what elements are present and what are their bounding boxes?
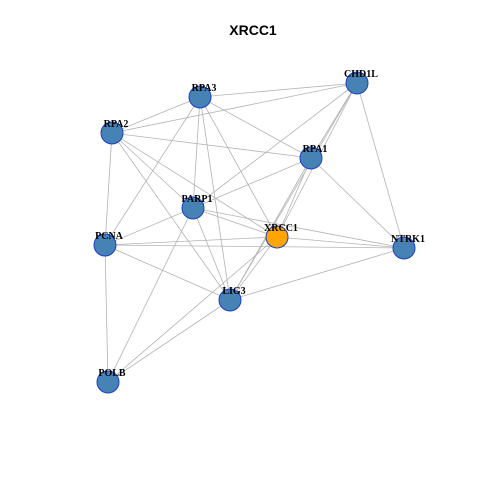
edge-parp1-polb xyxy=(107,207,194,383)
node-circle-parp1[interactable] xyxy=(181,196,205,220)
node-rpa2[interactable]: RPA2 xyxy=(100,119,129,145)
edge-parp1-ntrk1 xyxy=(192,207,405,249)
node-ntrk1[interactable]: NTRK1 xyxy=(391,234,425,260)
edge-rpa3-chd1l xyxy=(199,82,358,98)
node-label-rpa1: RPA1 xyxy=(303,144,328,155)
edge-rpa1-ntrk1 xyxy=(310,157,405,249)
edge-rpa2-chd1l xyxy=(111,82,358,134)
edge-rpa3-rpa1 xyxy=(199,96,312,159)
edge-chd1l-ntrk1 xyxy=(356,82,405,249)
edge-lig3-polb xyxy=(107,299,231,383)
node-circle-rpa1[interactable] xyxy=(299,146,323,170)
edge-parp1-lig3 xyxy=(192,207,231,301)
edges-layer xyxy=(104,82,405,383)
edge-rpa3-rpa2 xyxy=(111,96,201,134)
node-circle-ntrk1[interactable] xyxy=(392,236,416,260)
edge-rpa2-parp1 xyxy=(111,132,194,209)
node-circle-rpa3[interactable] xyxy=(188,85,212,109)
edge-rpa2-xrcc1 xyxy=(111,132,278,238)
edge-rpa3-xrcc1 xyxy=(199,96,278,238)
node-circle-polb[interactable] xyxy=(96,370,120,394)
edge-xrcc1-ntrk1 xyxy=(276,236,405,249)
node-label-rpa3: RPA3 xyxy=(192,83,217,94)
edge-parp1-xrcc1 xyxy=(192,207,278,238)
edge-pcna-lig3 xyxy=(104,244,231,301)
node-label-xrcc1: XRCC1 xyxy=(264,223,298,234)
node-polb[interactable]: POLB xyxy=(96,368,126,394)
node-circle-rpa2[interactable] xyxy=(100,121,124,145)
node-label-lig3: LIG3 xyxy=(222,286,245,297)
node-label-parp1: PARP1 xyxy=(182,194,213,205)
node-label-ntrk1: NTRK1 xyxy=(391,234,425,245)
edge-rpa3-parp1 xyxy=(192,96,201,209)
node-chd1l[interactable]: CHD1L xyxy=(344,69,378,95)
node-label-pcna: PCNA xyxy=(95,231,124,242)
diagram-title: XRCC1 xyxy=(229,22,277,38)
edge-rpa2-lig3 xyxy=(111,132,231,301)
node-circle-chd1l[interactable] xyxy=(345,71,369,95)
node-pcna[interactable]: PCNA xyxy=(93,231,124,257)
edge-rpa2-rpa1 xyxy=(111,132,312,159)
node-circle-xrcc1[interactable] xyxy=(265,225,289,249)
node-xrcc1[interactable]: XRCC1 xyxy=(264,223,298,249)
node-label-rpa2: RPA2 xyxy=(104,119,129,130)
edge-rpa1-xrcc1 xyxy=(276,157,312,238)
edge-rpa2-pcna xyxy=(104,132,113,246)
node-rpa1[interactable]: RPA1 xyxy=(299,144,328,170)
node-label-polb: POLB xyxy=(98,368,126,379)
edge-rpa1-parp1 xyxy=(192,157,312,209)
edge-chd1l-parp1 xyxy=(192,82,358,209)
node-rpa3[interactable]: RPA3 xyxy=(188,83,217,109)
edge-xrcc1-pcna xyxy=(104,236,278,246)
node-parp1[interactable]: PARP1 xyxy=(181,194,213,220)
edge-chd1l-lig3 xyxy=(229,82,358,301)
node-label-chd1l: CHD1L xyxy=(344,69,378,80)
node-circle-pcna[interactable] xyxy=(93,233,117,257)
node-circle-lig3[interactable] xyxy=(218,288,242,312)
edge-lig3-ntrk1 xyxy=(229,247,405,301)
edge-parp1-pcna xyxy=(104,207,194,246)
edge-xrcc1-polb xyxy=(107,236,278,383)
edge-xrcc1-lig3 xyxy=(229,236,278,301)
node-lig3[interactable]: LIG3 xyxy=(218,286,246,312)
edge-pcna-polb xyxy=(104,244,109,383)
edge-pcna-ntrk1 xyxy=(104,244,405,249)
